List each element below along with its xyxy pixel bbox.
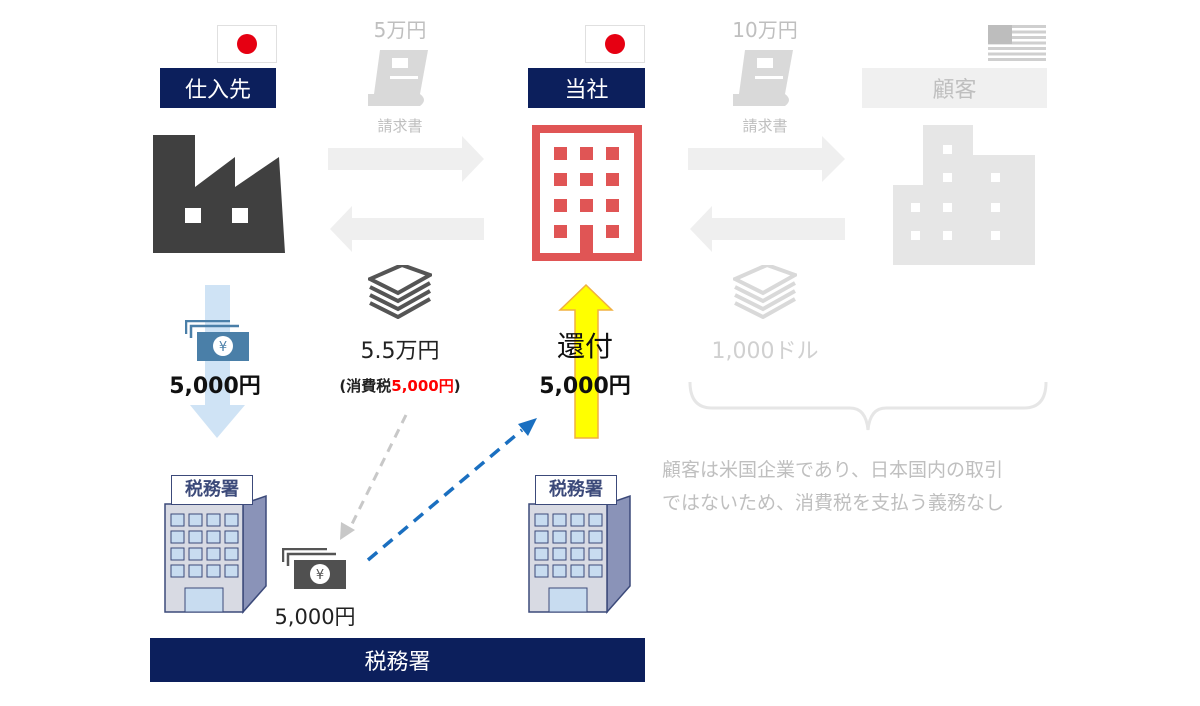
tax-prefix: (消費税 — [339, 377, 392, 395]
yen-bill-icon: ¥ — [282, 548, 346, 589]
money-stack-icon — [368, 265, 432, 319]
invoice-arrow-right-right — [688, 136, 845, 182]
customer-building-icon — [893, 125, 1035, 265]
supplier-label: 仕入先 — [160, 68, 276, 108]
japan-flag-icon — [217, 25, 277, 63]
tax-office-left-icon: 税務署 — [163, 474, 268, 614]
tax-flow-dashed-line — [348, 414, 408, 529]
tax-office-footer-label: 税務署 — [150, 638, 645, 682]
payment-left-tax: (消費税5,000円) — [320, 375, 480, 396]
refund-arrowhead — [518, 418, 537, 436]
tax-office-right-sign: 税務署 — [535, 475, 617, 505]
invoice-icon — [368, 50, 428, 106]
usa-flag-icon — [988, 25, 1046, 61]
payment-right-amount: 1,000ドル — [711, 339, 819, 364]
svg-text:¥: ¥ — [316, 568, 324, 583]
yen-bill-icon: ¥ — [185, 320, 249, 361]
invoice-right-amount: 10万円 — [732, 18, 798, 42]
company-label: 当社 — [528, 68, 645, 108]
tax-amount: 5,000円 — [391, 377, 454, 395]
refund-label: 還付 — [556, 330, 613, 363]
japan-flag-icon — [585, 25, 645, 63]
invoice-arrow-right-left — [328, 136, 484, 182]
customer-label: 顧客 — [862, 68, 1047, 108]
svg-text:¥: ¥ — [219, 340, 227, 355]
tax-payment-arrow-down — [190, 285, 245, 438]
tax-office-right-icon: 税務署 — [527, 474, 632, 614]
invoice-icon — [733, 50, 793, 106]
tax-payment-amount: 5,000円 — [274, 605, 356, 629]
supplier-tax-amount: 5,000円 — [169, 374, 261, 399]
payment-arrow-left-left — [330, 206, 484, 252]
note-line-1: 顧客は米国企業であり、日本国内の取引 — [662, 459, 1004, 481]
payment-left-amount: 5.5万円 — [360, 339, 440, 364]
tax-suffix: ) — [453, 377, 461, 395]
refund-dashed-line — [366, 428, 524, 562]
refund-arrow-up — [558, 283, 614, 439]
customer-brace — [688, 381, 1048, 431]
payment-arrow-left-right — [690, 206, 845, 252]
factory-icon — [153, 135, 285, 253]
company-building-icon — [532, 125, 642, 261]
note-line-2: ではないため、消費税を支払う義務なし — [662, 492, 1005, 514]
invoice-right-label: 請求書 — [742, 117, 788, 135]
tax-office-left-sign: 税務署 — [171, 475, 253, 505]
money-stack-icon — [733, 265, 797, 319]
tax-flow-arrowhead — [340, 522, 355, 540]
refund-amount: 5,000円 — [539, 374, 631, 399]
invoice-left-label: 請求書 — [377, 117, 423, 135]
invoice-left-amount: 5万円 — [373, 18, 427, 42]
